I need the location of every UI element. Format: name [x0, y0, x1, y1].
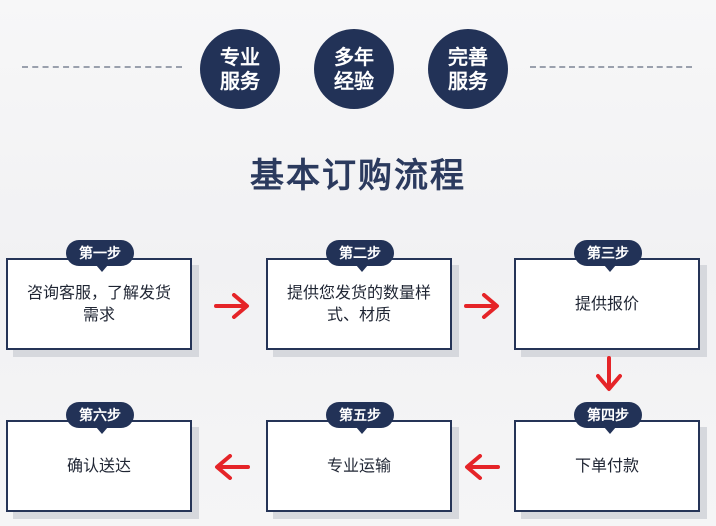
- left-dashed-divider: [22, 66, 182, 68]
- step-badge-3: 第三步: [574, 240, 642, 272]
- arrow-right-icon: [214, 293, 249, 319]
- step-text: 提供报价: [574, 294, 639, 313]
- feature-badge-experience: 多年 经验: [314, 29, 394, 109]
- feature-badge-line1: 多年: [334, 45, 374, 69]
- feature-badge-line1: 完善: [448, 45, 488, 69]
- step-badge-5: 第五步: [326, 402, 394, 434]
- feature-badge-professional-service: 专业 服务: [200, 29, 280, 109]
- step-box-3: 提供报价: [514, 258, 700, 350]
- step-text: 确认送达: [66, 456, 131, 475]
- arrow-down-icon: [596, 356, 622, 391]
- step-badge-4: 第四步: [574, 402, 642, 434]
- feature-badge-line1: 专业: [220, 45, 260, 69]
- arrow-left-icon: [465, 454, 500, 480]
- step-badge-2: 第二步: [326, 240, 394, 272]
- feature-badge-complete-service: 完善 服务: [428, 29, 508, 109]
- step-badge-6: 第六步: [66, 402, 134, 434]
- feature-badge-line2: 服务: [220, 69, 260, 93]
- step-text: 咨询客服，了解发货需求: [26, 283, 171, 324]
- feature-badge-line2: 经验: [334, 69, 374, 93]
- step-text: 下单付款: [574, 456, 639, 475]
- page-title: 基本订购流程: [250, 156, 466, 196]
- step-badge-1: 第一步: [66, 240, 134, 272]
- right-dashed-divider: [530, 66, 692, 68]
- arrow-left-icon: [215, 454, 250, 480]
- step-box-2: 提供您发货的数量样式、材质: [266, 258, 452, 350]
- feature-badge-line2: 服务: [448, 69, 488, 93]
- step-text: 专业运输: [326, 456, 391, 475]
- step-box-1: 咨询客服，了解发货需求: [6, 258, 192, 350]
- arrow-right-icon: [464, 293, 499, 319]
- step-text: 提供您发货的数量样式、材质: [286, 283, 431, 324]
